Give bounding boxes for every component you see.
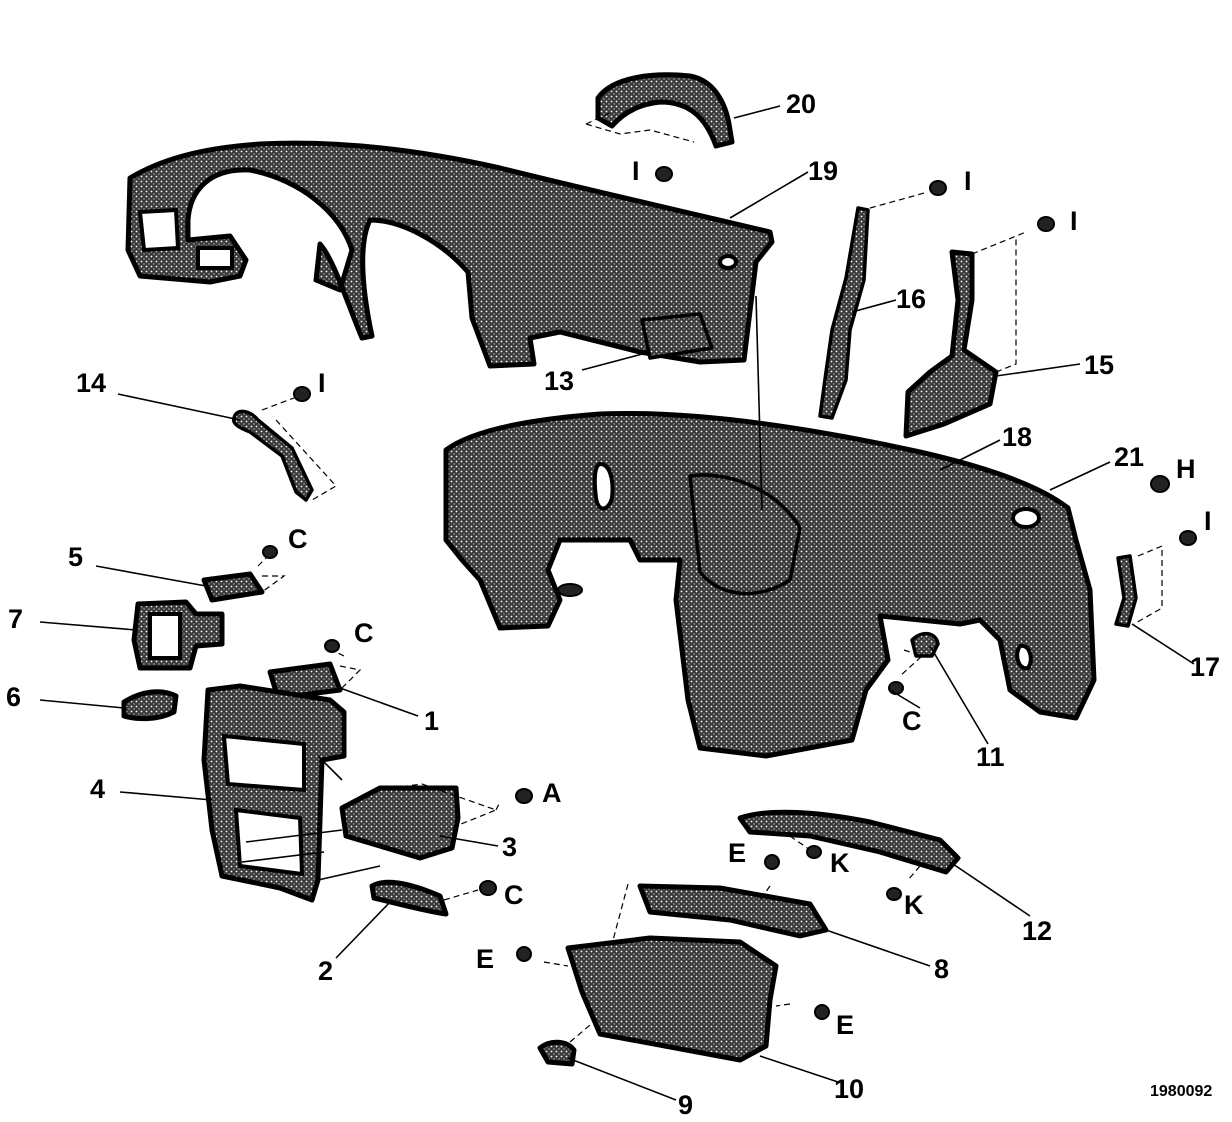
- part-16-bracket: [818, 191, 929, 420]
- callout-7: 7: [8, 604, 23, 634]
- callout-18: 18: [1002, 422, 1032, 452]
- screw-c-11: [888, 681, 904, 695]
- part-14-trim-rod: [231, 397, 337, 502]
- part-5-bracket: [201, 555, 286, 603]
- screw-k-12a: [806, 845, 822, 859]
- callout-4: 4: [90, 774, 105, 804]
- callout-13: 13: [544, 366, 574, 396]
- screw-a-3: [515, 788, 533, 804]
- part-7-air-vent: [131, 599, 225, 671]
- callout-10: 10: [834, 1074, 864, 1104]
- screw-h-21: [1150, 475, 1170, 493]
- screw-c-5: [262, 545, 278, 559]
- callout-5: 5: [68, 542, 83, 572]
- callout-8: 8: [934, 954, 949, 984]
- fastener-label-i-14: I: [318, 368, 326, 398]
- callout-2: 2: [318, 956, 333, 986]
- fastener-label-a: A: [542, 778, 562, 808]
- fastener-label-e-8: E: [728, 838, 746, 868]
- screw-c-1: [324, 639, 340, 653]
- callout-16: 16: [896, 284, 926, 314]
- part-6-switch: [121, 689, 179, 722]
- leader-lines: [39, 105, 1195, 1101]
- callout-15: 15: [1084, 350, 1114, 380]
- part-8-lid-trim: [611, 883, 829, 945]
- callout-11: 11: [976, 742, 1005, 772]
- screw-i-20: [655, 166, 673, 182]
- screw-e-10a: [516, 946, 532, 962]
- fastener-label-e-10a: E: [476, 944, 494, 974]
- screw-i-15: [1037, 216, 1055, 232]
- screw-i-17: [1179, 530, 1197, 546]
- part-20-cluster-hood: [585, 72, 735, 149]
- callout-20: 20: [786, 89, 816, 119]
- fastener-label-k-1: K: [830, 848, 850, 878]
- callout-14: 14: [76, 368, 106, 398]
- part-2-trim-strip: [317, 865, 479, 917]
- callout-19: 19: [808, 156, 838, 186]
- fastener-label-e-10b: E: [836, 1010, 854, 1040]
- callout-3: 3: [502, 832, 517, 862]
- callout-21: 21: [1114, 442, 1144, 472]
- screw-k-12b: [886, 887, 902, 901]
- part-4-center-bezel: [201, 683, 347, 903]
- fastener-label-c-5: C: [288, 524, 308, 554]
- callout-9: 9: [678, 1090, 693, 1120]
- part-18-main-panel: [443, 295, 1097, 759]
- screw-e-8: [764, 854, 780, 870]
- part-9-latch: [537, 1019, 597, 1067]
- callout-17: 17: [1190, 652, 1220, 682]
- fastener-label-c-2: C: [504, 880, 524, 910]
- fastener-label-i-17: I: [1204, 506, 1212, 536]
- fastener-label-h: H: [1176, 454, 1196, 484]
- fastener-label-c-11: C: [902, 706, 922, 736]
- callout-12: 12: [1022, 916, 1052, 946]
- part-11-clip: [899, 631, 940, 677]
- part-12-trim-bar: [737, 809, 961, 881]
- screw-i-14: [293, 386, 311, 402]
- fastener-label-i-16: I: [964, 166, 972, 196]
- fastener-label-c-1: C: [354, 618, 374, 648]
- part-3-pocket: [241, 783, 501, 863]
- screw-c-2: [479, 880, 497, 896]
- screw-mid-panel: [557, 583, 583, 597]
- part-19-upper-panel: [125, 140, 775, 369]
- fastener-label-i-20: I: [632, 156, 640, 186]
- callout-6: 6: [6, 682, 21, 712]
- fastener-callouts: I I I I H I C C C A C E K K E E: [288, 156, 1212, 1040]
- screw-i-16: [929, 180, 947, 196]
- part-10-glovebox: [543, 935, 791, 1063]
- fastener-screws: [262, 166, 1197, 1020]
- fastener-label-i-15: I: [1070, 206, 1078, 236]
- figure-code: 1980092: [1150, 1083, 1212, 1100]
- screw-e-10b: [814, 1004, 830, 1020]
- part-17-bracket: [1114, 545, 1163, 628]
- fastener-label-k-2: K: [904, 890, 924, 920]
- part-callouts: 20 19 16 15 13 14 18 21 5 7 6 1 17 11 4 …: [6, 89, 1220, 1120]
- callout-1: 1: [424, 706, 439, 736]
- part-15-bracket: [903, 231, 1027, 439]
